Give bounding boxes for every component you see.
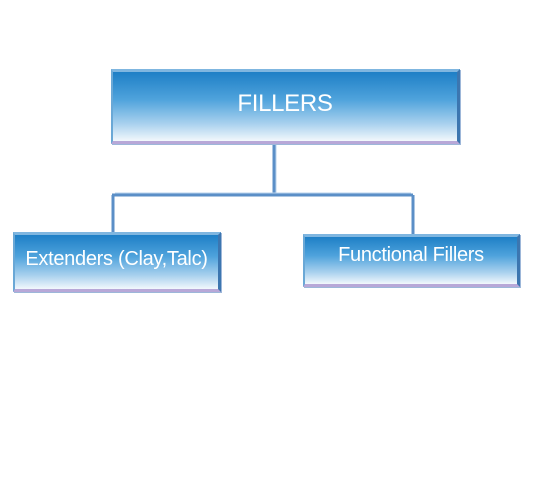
child-node-label: Functional Fillers (338, 244, 484, 266)
root-node-fillers: FILLERS (111, 69, 460, 144)
child-node-label: Extenders (Clay,Talc) (25, 247, 208, 270)
child-node-extenders: Extenders (Clay,Talc) (13, 232, 221, 292)
child-node-functional-fillers: Functional Fillers (303, 234, 520, 287)
root-node-label: FILLERS (237, 89, 333, 117)
